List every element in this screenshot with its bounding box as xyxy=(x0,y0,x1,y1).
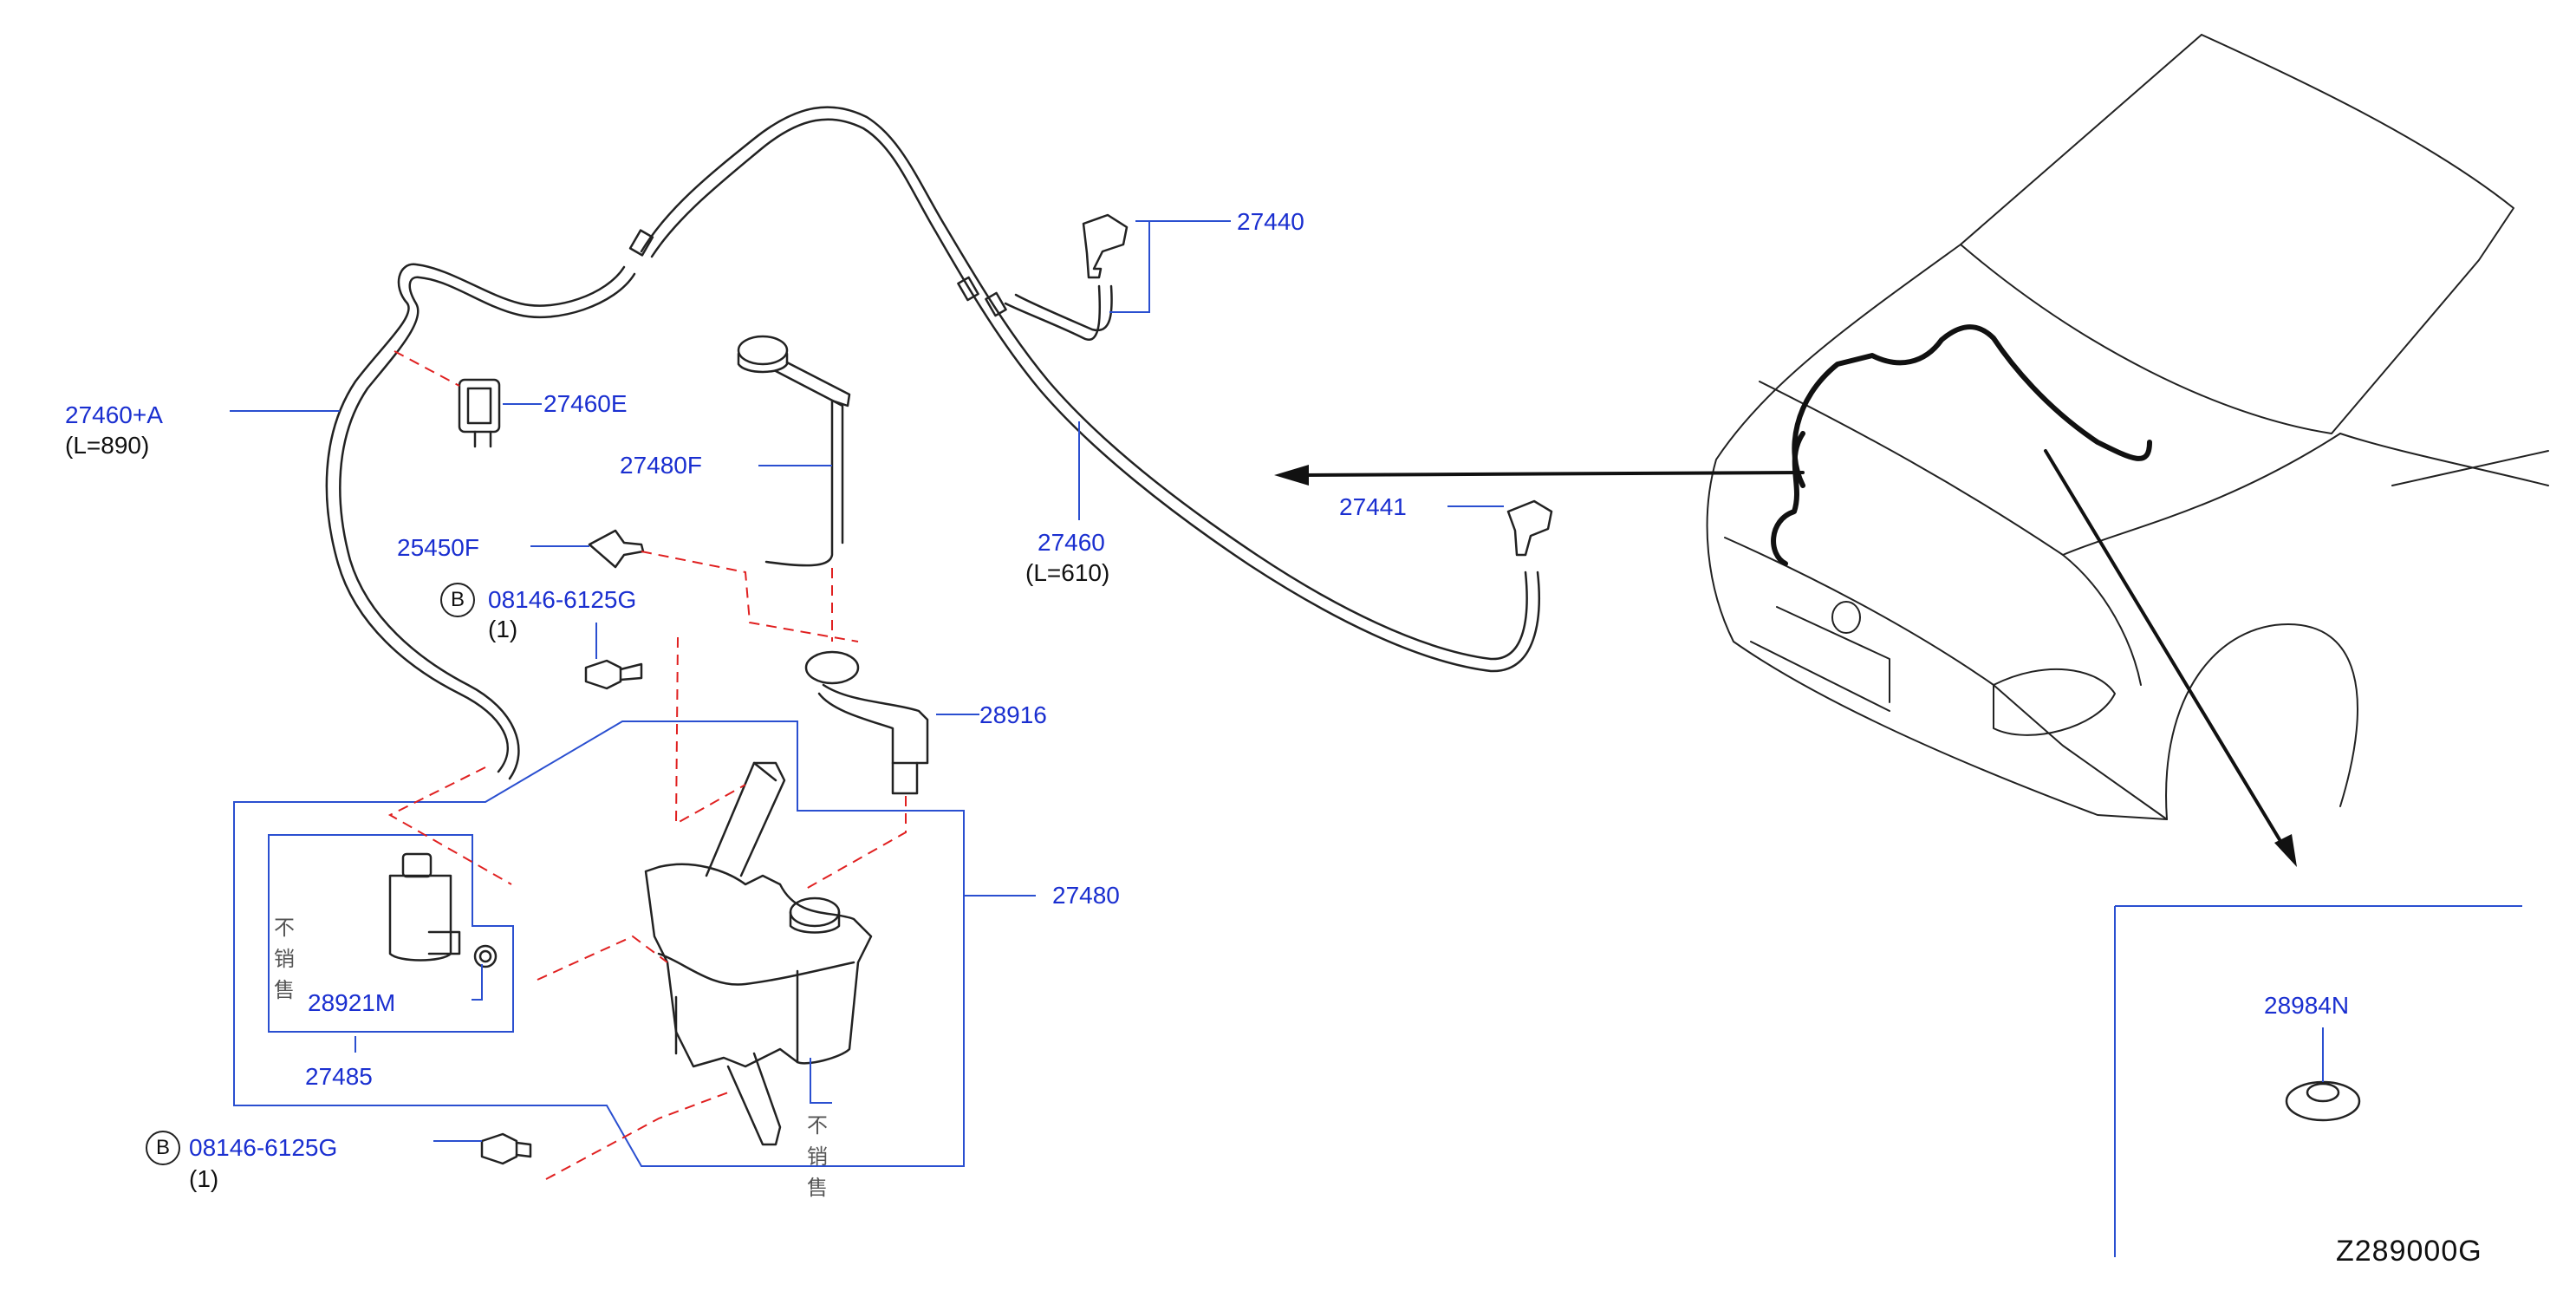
label-27485: 27485 xyxy=(305,1063,373,1090)
hose-27460 xyxy=(628,106,1540,673)
bolt-bottom xyxy=(480,1132,532,1165)
label-08146-bottom: 08146-6125G xyxy=(189,1134,338,1161)
label-28984N: 28984N xyxy=(2264,992,2350,1019)
label-27460A-length: (L=890) xyxy=(65,432,150,459)
label-27460A: 27460+A xyxy=(65,401,163,428)
hose-27460A xyxy=(325,263,636,780)
ref-circle-b-top: B xyxy=(440,583,475,617)
arrow-head-down xyxy=(2274,834,2297,867)
reservoir-tank xyxy=(644,761,873,1146)
filler-neck-27480F xyxy=(737,335,851,567)
label-28921M: 28921M xyxy=(308,989,396,1016)
car-harness xyxy=(1771,324,2152,566)
inlet-28916 xyxy=(804,650,929,795)
car-outline xyxy=(1706,34,2549,820)
label-08146-top-qty: (1) xyxy=(488,616,518,642)
dashed-reference-lines xyxy=(387,350,907,1180)
ref-circle-b-bottom: B xyxy=(146,1131,180,1165)
label-27480F: 27480F xyxy=(620,452,702,479)
label-27460-length: (L=610) xyxy=(1025,559,1110,586)
diagram-id: Z289000G xyxy=(2336,1235,2482,1268)
label-25450F: 25450F xyxy=(397,534,479,561)
callout-arrows xyxy=(1298,449,2290,856)
bolt-top xyxy=(584,659,643,690)
leader-lines xyxy=(230,220,2522,1257)
label-27441: 27441 xyxy=(1339,493,1407,520)
not-for-sale-note-tank: 不销售 xyxy=(807,1113,828,1200)
label-08146-top: 08146-6125G xyxy=(488,586,637,613)
pump-28921M xyxy=(388,852,498,968)
label-27440: 27440 xyxy=(1237,208,1304,235)
label-27460: 27460 xyxy=(1038,529,1105,556)
clip-27460E xyxy=(458,378,501,448)
clip-25450F xyxy=(588,529,645,569)
nozzle-27441 xyxy=(1506,499,1553,557)
not-for-sale-note-pump: 不销售 xyxy=(274,916,295,1002)
arrow-head-left xyxy=(1274,465,1309,486)
label-27460E: 27460E xyxy=(543,390,628,417)
label-27480: 27480 xyxy=(1052,882,1120,909)
nozzle-27440 xyxy=(1082,213,1129,279)
label-28916: 28916 xyxy=(979,701,1047,728)
grommet-28984N xyxy=(2285,1080,2361,1122)
label-08146-bottom-qty: (1) xyxy=(189,1165,219,1192)
